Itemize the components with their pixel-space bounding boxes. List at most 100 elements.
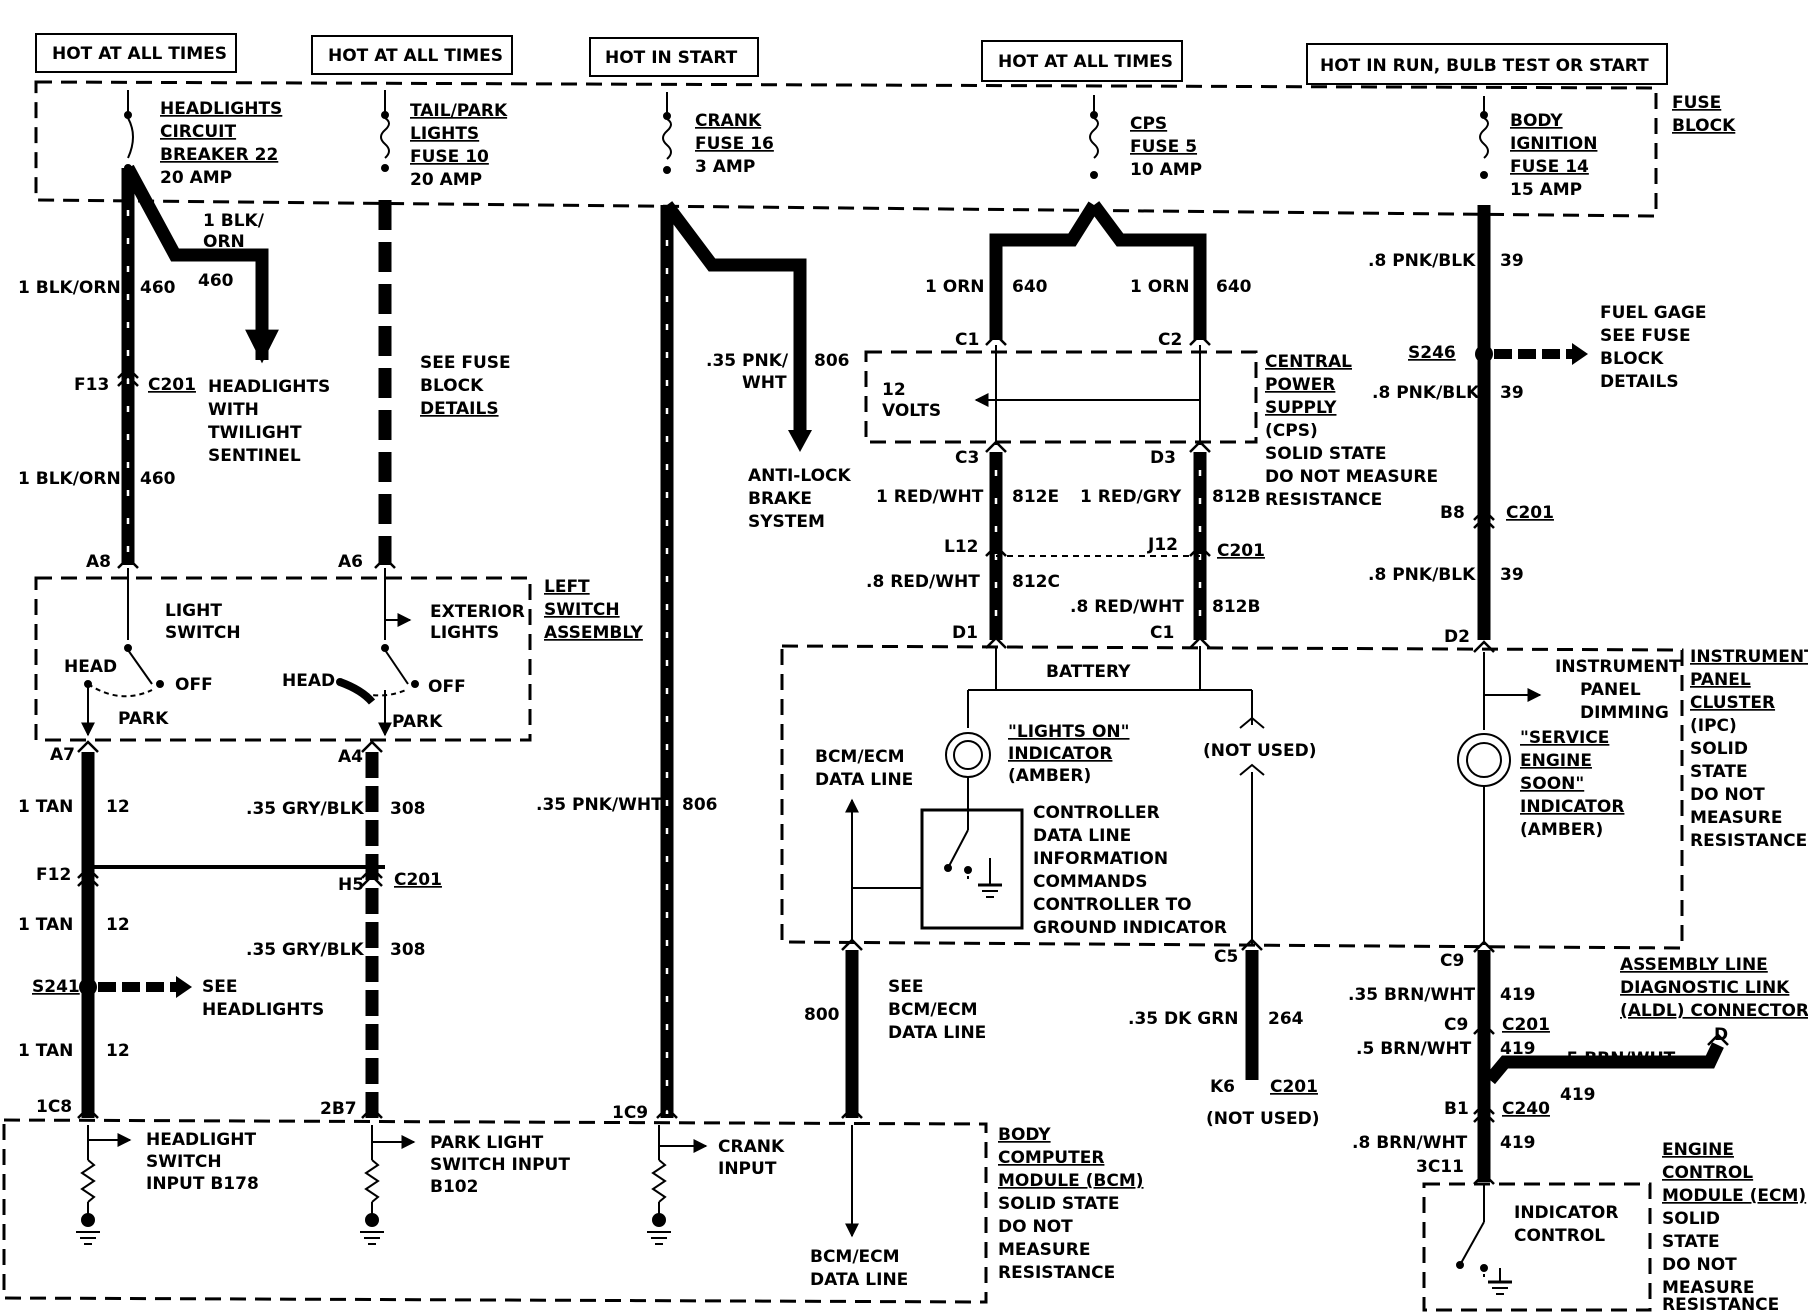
left-switch-assembly-label: LEFT SWITCH ASSEMBLY xyxy=(544,577,644,643)
svg-text:SEE FUSE: SEE FUSE xyxy=(420,353,511,373)
wire-640-number-right: 640 xyxy=(1216,277,1252,297)
light-switch-internals xyxy=(81,568,419,737)
wire-419-color-a: .35 BRN/WHT xyxy=(1348,985,1475,1005)
wire-460-branch-color-2: ORN xyxy=(203,232,245,252)
header-hot-at-all-times-2: HOT AT ALL TIMES xyxy=(311,35,513,75)
svg-text:"LIGHTS ON": "LIGHTS ON" xyxy=(1008,722,1130,742)
svg-text:COMMANDS: COMMANDS xyxy=(1033,872,1148,892)
park-light-switch-input-label: PARK LIGHT SWITCH INPUT B102 xyxy=(430,1133,570,1197)
connector-c2: C2 xyxy=(1158,330,1182,350)
svg-text:DATA LINE: DATA LINE xyxy=(810,1270,908,1290)
fuse-headlights-label: HEADLIGHTS CIRCUIT BREAKER 22 20 AMP xyxy=(160,99,282,188)
svg-text:BRAKE: BRAKE xyxy=(748,489,812,509)
wire-39-number-b: 39 xyxy=(1500,383,1524,403)
header-hot-at-all-times-3: HOT AT ALL TIMES xyxy=(981,40,1183,82)
bcm-internals xyxy=(76,1125,859,1245)
wire-460-branch-number: 460 xyxy=(198,271,234,291)
wire-39-number-c: 39 xyxy=(1500,565,1524,585)
wire-460-branch-color-1: 1 BLK/ xyxy=(203,211,265,231)
svg-text:MEASURE: MEASURE xyxy=(1690,808,1782,828)
bcm-ecm-data-line-bottom-label: BCM/ECM DATA LINE xyxy=(810,1247,908,1290)
aldl-wire-number: 419 xyxy=(1560,1085,1596,1105)
svg-text:DIAGNOSTIC LINK: DIAGNOSTIC LINK xyxy=(1620,978,1790,998)
svg-text:CIRCUIT: CIRCUIT xyxy=(160,122,236,142)
lights-on-indicator-label: "LIGHTS ON" INDICATOR (AMBER) xyxy=(1008,722,1130,786)
svg-text:COMPUTER: COMPUTER xyxy=(998,1148,1104,1168)
wire-812b-number: 812B xyxy=(1212,487,1260,507)
svg-text:SOON": SOON" xyxy=(1520,774,1584,794)
connector-1c8: 1C8 xyxy=(36,1097,72,1117)
connector-j12: J12 xyxy=(1147,535,1178,555)
svg-text:SEE: SEE xyxy=(202,977,237,997)
wire-39-number-a: 39 xyxy=(1500,251,1524,271)
wire-419-color-b: .5 BRN/WHT xyxy=(1356,1039,1472,1059)
connector-c201-col5: C201 xyxy=(1270,1077,1318,1097)
wire-264-number: 264 xyxy=(1268,1009,1304,1029)
connector-c9: C9 xyxy=(1444,1015,1468,1035)
wire-640-number-left: 640 xyxy=(1012,277,1048,297)
indicator-control-label: INDICATOR CONTROL xyxy=(1514,1203,1618,1246)
fuel-gage-label: FUEL GAGE SEE FUSE BLOCK DETAILS xyxy=(1600,303,1706,392)
svg-text:FUSE 10: FUSE 10 xyxy=(410,147,489,167)
svg-text:RESISTANCE: RESISTANCE xyxy=(998,1263,1115,1283)
switch2-park: PARK xyxy=(392,712,443,732)
wire-806-color: .35 PNK/WHT xyxy=(536,795,663,815)
cps-internals xyxy=(974,345,1201,445)
svg-text:DATA LINE: DATA LINE xyxy=(815,770,913,790)
svg-text:RESISTANCE: RESISTANCE xyxy=(1662,1295,1779,1312)
svg-text:SWITCH: SWITCH xyxy=(146,1152,222,1172)
wire-460-number-a: 460 xyxy=(140,278,176,298)
connector-3c11: 3C11 xyxy=(1416,1157,1464,1177)
connector-c201-col1: C201 xyxy=(148,375,196,395)
wire-308-color-a: .35 GRY/BLK xyxy=(246,799,364,819)
svg-text:20 AMP: 20 AMP xyxy=(410,170,482,190)
svg-text:CENTRAL: CENTRAL xyxy=(1265,352,1352,372)
fuse-crank-label: CRANK FUSE 16 3 AMP xyxy=(695,111,774,177)
switch2-off: OFF xyxy=(428,677,466,697)
svg-text:PANEL: PANEL xyxy=(1580,680,1641,700)
wire-812c-color: .8 RED/WHT xyxy=(866,572,980,592)
wire-39-color-c: .8 PNK/BLK xyxy=(1368,565,1476,585)
svg-text:INSTRUMENT: INSTRUMENT xyxy=(1690,647,1808,667)
svg-text:CONTROLLER: CONTROLLER xyxy=(1033,803,1160,823)
connector-f13: F13 xyxy=(74,375,109,395)
bcm-title: BODY COMPUTER MODULE (BCM) SOLID STATE D… xyxy=(998,1125,1144,1283)
svg-text:BCM/ECM: BCM/ECM xyxy=(888,1000,978,1020)
svg-text:CLUSTER: CLUSTER xyxy=(1690,693,1775,713)
connector-d2: D2 xyxy=(1444,627,1470,647)
connector-1c9: 1C9 xyxy=(612,1103,648,1123)
wire-460-color-b: 1 BLK/ORN xyxy=(18,469,121,489)
connector-c201-col6b: C201 xyxy=(1502,1015,1550,1035)
svg-text:CRANK: CRANK xyxy=(718,1137,785,1157)
connector-f12: F12 xyxy=(36,865,71,885)
svg-text:INDICATOR: INDICATOR xyxy=(1520,797,1624,817)
header-hot-in-run: HOT IN RUN, BULB TEST OR START xyxy=(1306,43,1668,85)
svg-text:BODY: BODY xyxy=(1510,111,1563,131)
svg-text:"SERVICE: "SERVICE xyxy=(1520,728,1609,748)
connector-k6: K6 xyxy=(1210,1077,1235,1097)
cps-outline xyxy=(864,350,1258,444)
wire-812b-color: 1 RED/GRY xyxy=(1080,487,1182,507)
svg-text:SYSTEM: SYSTEM xyxy=(748,512,825,532)
ecm-internals xyxy=(1456,1184,1512,1295)
splice-s246 xyxy=(1475,345,1493,363)
svg-text:TAIL/PARK: TAIL/PARK xyxy=(410,101,508,121)
connector-c201-cps: C201 xyxy=(1217,541,1265,561)
svg-text:HEADLIGHTS: HEADLIGHTS xyxy=(208,377,330,397)
svg-text:BLOCK: BLOCK xyxy=(420,376,484,396)
svg-text:CONTROL: CONTROL xyxy=(1662,1163,1753,1183)
see-fuse-block-details: SEE FUSE BLOCK DETAILS xyxy=(420,353,511,419)
svg-text:CPS: CPS xyxy=(1130,114,1167,134)
svg-text:DO NOT: DO NOT xyxy=(1690,785,1765,805)
wire-12-color-b: 1 TAN xyxy=(18,915,73,935)
connector-b8: B8 xyxy=(1440,503,1465,523)
svg-text:STATE: STATE xyxy=(1690,762,1748,782)
svg-text:RESISTANCE: RESISTANCE xyxy=(1265,490,1382,510)
svg-text:(ALDL) CONNECTOR: (ALDL) CONNECTOR xyxy=(1620,1001,1808,1021)
cps-12-volts-label: 12 VOLTS xyxy=(882,380,941,421)
connector-chevrons xyxy=(77,333,1729,1185)
wire-12-number-c: 12 xyxy=(106,1041,130,1061)
wire-812e-color: 1 RED/WHT xyxy=(876,487,984,507)
svg-text:BREAKER 22: BREAKER 22 xyxy=(160,145,278,165)
wire-12-color-c: 1 TAN xyxy=(18,1041,73,1061)
